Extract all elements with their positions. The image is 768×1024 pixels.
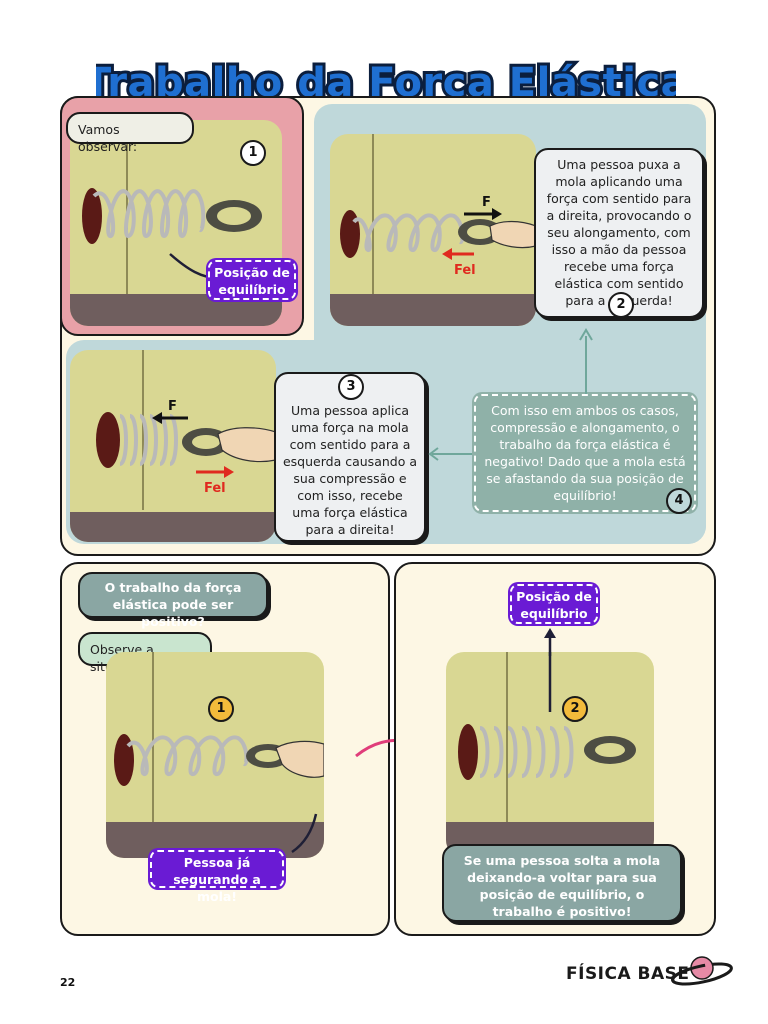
holding-label: Pessoa já segurando a mola! — [150, 850, 284, 904]
hand-icon — [489, 220, 536, 249]
panel-4-step: 4 — [666, 488, 692, 514]
lower-right-scene — [446, 652, 654, 858]
panel-3-scene: F Fel — [70, 350, 276, 542]
positive-work-bubble: Se uma pessoa solta a mola deixando-a vo… — [442, 844, 682, 922]
planet-logo-icon — [671, 956, 733, 986]
positive-work-text: Se uma pessoa solta a mola deixando-a vo… — [463, 853, 661, 919]
lower-left-scene — [106, 652, 324, 858]
panel-2-bubble: Uma pessoa puxa a mola aplicando uma for… — [534, 148, 704, 318]
spring-icon: F Fel — [96, 399, 276, 496]
elastic-force-label: Fel — [454, 263, 476, 278]
spring-icon: F Fel — [340, 195, 536, 278]
page-number: 22 — [60, 976, 76, 989]
spring-icon — [114, 734, 324, 854]
question-text: O trabalho da força elástica pode ser po… — [104, 580, 242, 629]
equilibrium-label-2: Posição de equilíbrio — [510, 584, 598, 624]
question-bubble: O trabalho da força elástica pode ser po… — [78, 572, 268, 629]
panel-3-step: 3 — [338, 374, 364, 400]
panel-2-step: 2 — [608, 292, 634, 318]
equilibrium-label: Posição de equilíbrio — [208, 260, 296, 300]
force-label: F — [168, 399, 177, 414]
up-arrow-icon — [544, 628, 556, 656]
elastic-force-label: Fel — [204, 481, 226, 496]
panel-4-text: Com isso em ambos os casos, compressão e… — [484, 403, 686, 503]
hand-icon — [275, 740, 324, 778]
lower-right-step: 2 — [562, 696, 588, 722]
equilibrium-label-2-text: Posição de equilíbrio — [516, 589, 592, 621]
holding-label-text: Pessoa já segurando a mola! — [173, 855, 261, 904]
hand-icon — [217, 427, 276, 463]
panel-1-bubble: Vamos observar: — [66, 112, 194, 154]
force-label: F — [482, 195, 491, 210]
panel-1-bubble-text: Vamos observar: — [78, 122, 138, 154]
equilibrium-label-text: Posição de equilíbrio — [214, 265, 290, 297]
brand-name: FÍSICA BASE — [566, 964, 690, 984]
panel-3-text: Uma pessoa aplica uma força na mola com … — [282, 403, 417, 537]
lower-left-step: 1 — [208, 696, 234, 722]
panel-3-bubble: Uma pessoa aplica uma força na mola com … — [274, 372, 426, 542]
panel-4-bubble: Com isso em ambos os casos, compressão e… — [474, 394, 696, 512]
panel-1-step: 1 — [240, 140, 266, 166]
spring-icon — [82, 188, 262, 284]
spring-icon — [458, 652, 636, 780]
panel-2-text: Uma pessoa puxa a mola aplicando uma for… — [546, 157, 692, 308]
panel-2-scene: F Fel — [330, 134, 536, 326]
connector-arrows — [428, 328, 593, 461]
